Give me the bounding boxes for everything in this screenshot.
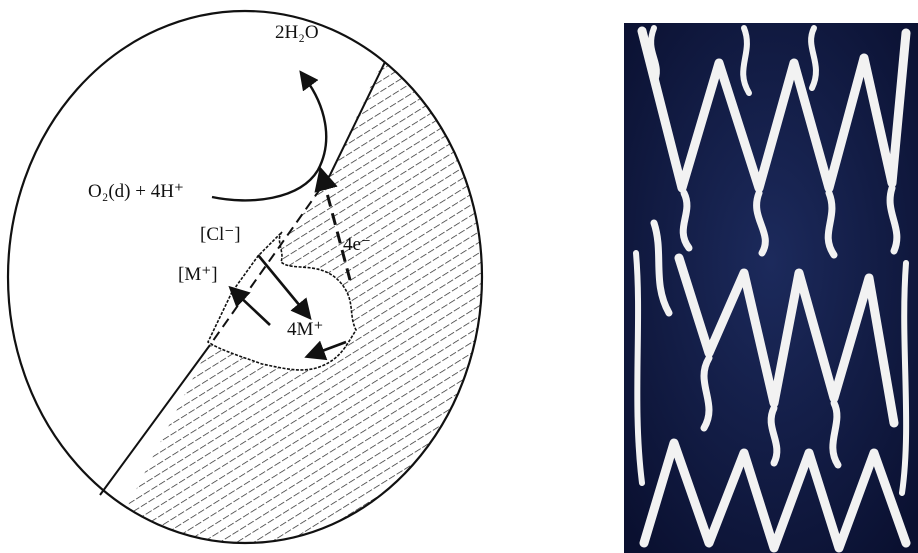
metal-ions-released-label: 4M⁺ [287, 319, 323, 340]
pitting-corrosion-diagram: 2H₂O O₂(d) + 4H⁺ [Cl⁻] 4e⁻ [M⁺] 4M⁺ [0, 0, 590, 553]
chloride-label: [Cl⁻] [200, 224, 241, 245]
reduction-arrow [212, 78, 326, 200]
electrons-label: 4e⁻ [343, 234, 371, 255]
metal-ion-label: [M⁺] [178, 264, 218, 285]
stent-image [624, 23, 918, 553]
water-label: 2H₂O [275, 22, 319, 43]
oxygen-reaction-label: O₂(d) + 4H⁺ [88, 181, 184, 202]
